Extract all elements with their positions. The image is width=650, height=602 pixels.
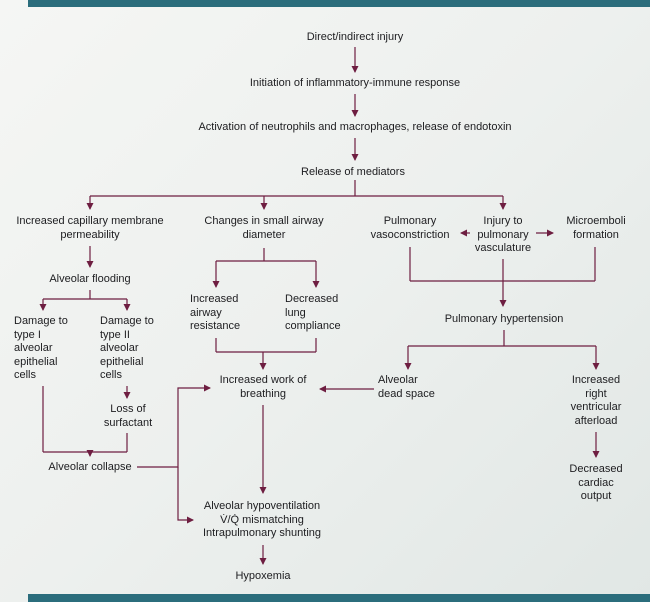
node-loss-of-surfactant: Loss of surfactant (103, 403, 153, 429)
node-alveolar-flooding: Alveolar flooding (49, 273, 131, 285)
line-flooding-split (43, 290, 127, 300)
node-hypoxemia: Hypoxemia (235, 570, 291, 582)
node-alveolar-collapse: Alveolar collapse (48, 461, 132, 473)
node-rv-afterload: Increased right ventricular afterload (570, 374, 622, 427)
node-inflammatory-immune-response: Initiation of inflammatory-immune respon… (249, 77, 461, 89)
node-increased-work-of-breathing: Increased work of breathing (219, 374, 307, 400)
node-increased-airway-resistance: Increased airway resistance (190, 293, 241, 332)
node-damage-type1-cells: Damage to type I alveolar epithelial cel… (14, 315, 68, 381)
node-direct-indirect-injury: Direct/indirect injury (306, 31, 404, 43)
node-small-airway-diameter: Changes in small airway diameter (204, 215, 324, 241)
arrow-collapse-to-hypoventilation (177, 467, 194, 524)
arrow-collapse-to-work-of-breathing (137, 384, 211, 468)
top-border-bar (28, 0, 650, 7)
node-pulmonary-vasculature-injury: Injury to pulmonary vasculature (474, 215, 532, 254)
line-airway-diameter-split (216, 248, 316, 262)
node-damage-type2-cells: Damage to type II alveolar epithelial ce… (100, 315, 154, 381)
line-damage1-surfactant-join (42, 386, 128, 453)
node-decreased-lung-compliance: Decreased lung compliance (285, 293, 341, 332)
line-mediators-branch (90, 180, 503, 197)
node-alveolar-dead-space: Alveolar dead space (378, 374, 435, 400)
node-microemboli-formation: Microemboli formation (566, 215, 626, 241)
bottom-border-bar (28, 594, 650, 602)
node-release-of-mediators: Release of mediators (301, 166, 405, 178)
node-pulmonary-vasoconstriction: Pulmonary vasoconstriction (370, 215, 450, 241)
node-capillary-membrane-permeability: Increased capillary membrane permeabilit… (16, 215, 164, 241)
node-hypoventilation-vq-shunting: Alveolar hypoventilation V̇/Q̇ mismatchi… (202, 500, 321, 539)
line-resistance-compliance-join (215, 338, 317, 353)
node-pulmonary-hypertension: Pulmonary hypertension (444, 313, 564, 325)
line-hypertension-split (408, 330, 596, 347)
node-neutrophil-macrophage-activation: Activation of neutrophils and macrophage… (198, 121, 512, 133)
node-decreased-cardiac-output: Decreased cardiac output (569, 463, 623, 502)
